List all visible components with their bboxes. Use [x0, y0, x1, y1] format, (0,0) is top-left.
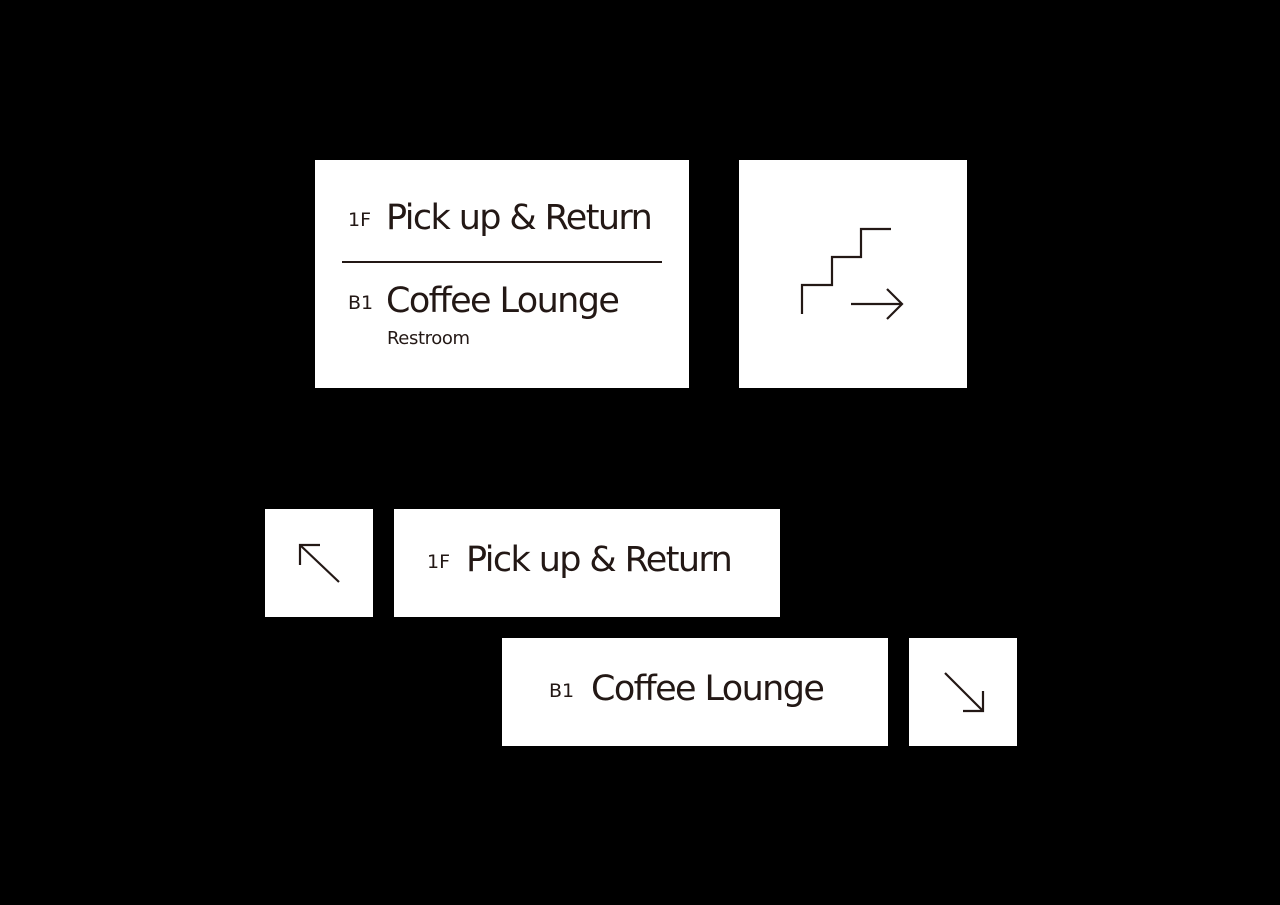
stairs-sign	[739, 160, 967, 388]
destination-coffee-lounge: Coffee Lounge	[591, 669, 825, 709]
directory-sign: 1F Pick up & Return B1 Coffee Lounge Res…	[315, 160, 689, 388]
destination-pickup-return: Pick up & Return	[386, 198, 653, 238]
directional-sign-pickup-return: 1F Pick up & Return	[394, 509, 780, 617]
destination-pickup-return: Pick up & Return	[466, 540, 733, 580]
arrow-up-left-tile	[265, 509, 373, 617]
floor-label-1f: 1F	[427, 551, 451, 573]
arrow-down-right-tile	[909, 638, 1017, 746]
floor-label-1f: 1F	[348, 209, 372, 231]
directional-sign-coffee-lounge: B1 Coffee Lounge	[502, 638, 888, 746]
destination-coffee-lounge: Coffee Lounge	[386, 281, 620, 321]
destination-restroom: Restroom	[387, 328, 470, 349]
arrow-up-left-icon	[298, 543, 340, 583]
divider	[342, 261, 662, 263]
floor-label-b1: B1	[348, 292, 374, 314]
stairs-with-right-arrow-icon	[800, 227, 904, 320]
floor-label-b1: B1	[549, 680, 575, 702]
arrow-down-right-icon	[944, 672, 985, 713]
